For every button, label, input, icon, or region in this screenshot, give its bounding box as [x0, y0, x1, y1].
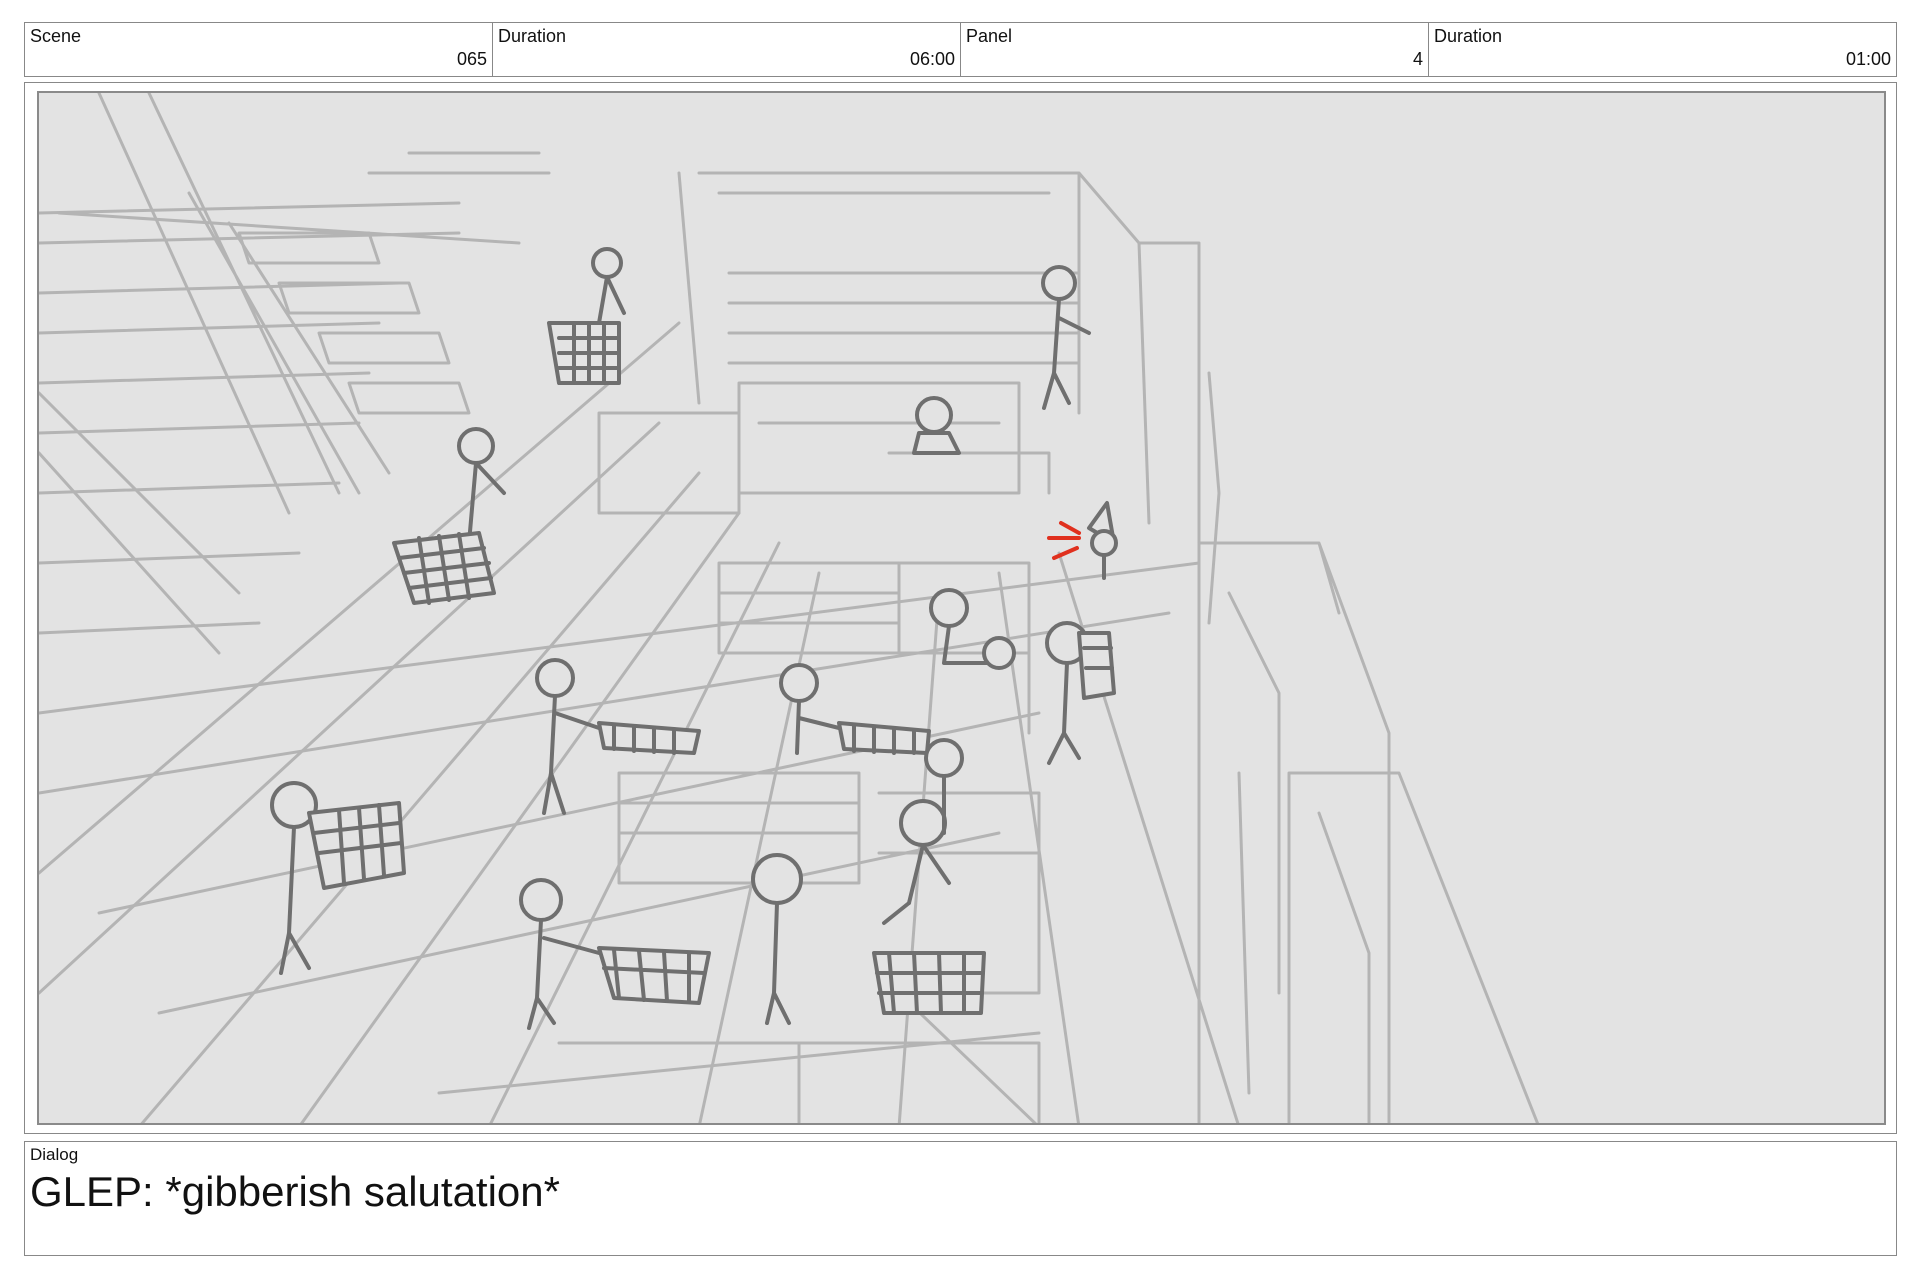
- sketch-drawing: [39, 93, 1540, 1123]
- dialog-text: GLEP: *gibberish salutation*: [30, 1168, 560, 1215]
- scene-label: Scene: [30, 26, 82, 46]
- scene-cell: Scene 065: [25, 23, 493, 76]
- scene-value: 065: [456, 49, 487, 69]
- panel-cell: Panel 4: [961, 23, 1429, 76]
- panel-duration-label: Duration: [1434, 26, 1503, 46]
- panel-duration-cell: Duration 01:00: [1429, 23, 1896, 76]
- scene-duration-value: 06:00: [909, 49, 955, 69]
- dialog-box: Dialog GLEP: *gibberish salutation*: [24, 1141, 1897, 1256]
- scene-duration-cell: Duration 06:00: [493, 23, 961, 76]
- panel-label: Panel: [966, 26, 1013, 46]
- storyboard-header: Scene 065 Duration 06:00 Panel 4 Duratio…: [24, 22, 1897, 77]
- panel-duration-value: 01:00: [1845, 49, 1891, 69]
- dialog-label: Dialog: [30, 1145, 79, 1164]
- panel-frame: [24, 82, 1897, 1134]
- scene-duration-label: Duration: [498, 26, 567, 46]
- panel-value: 4: [1412, 49, 1423, 69]
- storyboard-sketch-image: [37, 91, 1886, 1125]
